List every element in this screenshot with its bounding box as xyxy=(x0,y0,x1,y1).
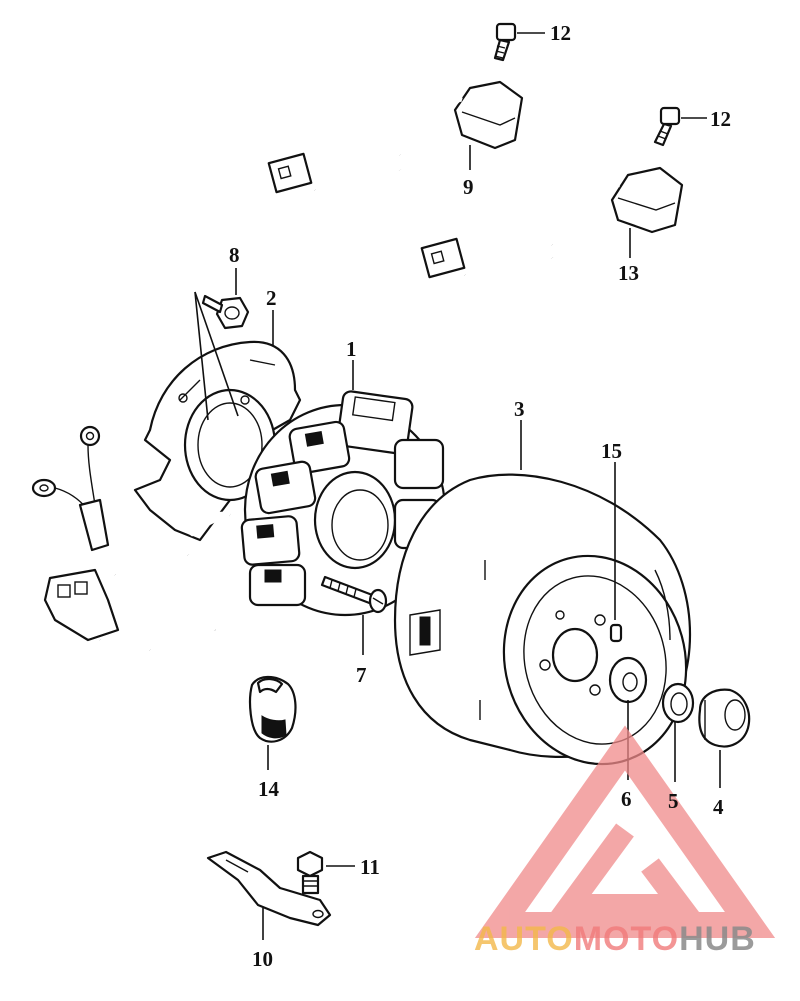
watermark-hub: HUB xyxy=(679,920,756,958)
callout-9: 9 xyxy=(463,175,474,199)
watermark-logo-mark xyxy=(474,725,776,938)
part-12-bolt-a xyxy=(493,22,517,62)
callout-13: 13 xyxy=(618,261,639,285)
callout-2: 2 xyxy=(266,286,277,310)
callout-5: 5 xyxy=(668,789,679,813)
watermark-moto: MOTO xyxy=(574,920,679,958)
callout-11: 11 xyxy=(360,855,380,879)
part-3-flywheel xyxy=(393,473,691,766)
wiring-harness xyxy=(31,425,231,676)
part-13-pickup-coil xyxy=(420,166,684,304)
part-1-stator xyxy=(240,390,447,617)
watermark-text: AUTOMOTOHUB xyxy=(474,920,756,958)
callout-12a: 12 xyxy=(550,21,571,45)
callout-8: 8 xyxy=(229,243,240,267)
callout-6: 6 xyxy=(621,787,632,811)
part-6-washer xyxy=(608,656,648,704)
part-11-bolt xyxy=(296,850,324,895)
callout-1: 1 xyxy=(346,337,357,361)
part-8-bolt xyxy=(201,294,250,330)
part-4-nut xyxy=(698,688,751,748)
part-7-screw xyxy=(320,575,388,614)
part-10-clamp xyxy=(206,850,332,927)
callout-10: 10 xyxy=(252,947,273,971)
part-9-pickup-coil xyxy=(267,80,524,219)
callout-3: 3 xyxy=(514,397,525,421)
part-5-lock-washer xyxy=(661,682,695,724)
leader-lines xyxy=(194,32,721,940)
callout-14: 14 xyxy=(258,777,280,801)
part-12-bolt-b xyxy=(653,106,681,147)
callout-labels: 12 12 9 13 8 2 1 3 15 7 14 6 5 4 11 10 xyxy=(229,21,731,971)
callout-7: 7 xyxy=(356,663,367,687)
part-14-cap xyxy=(249,675,297,743)
watermark-auto: AUTO xyxy=(474,920,574,958)
part-15-key xyxy=(609,623,623,643)
callout-12b: 12 xyxy=(710,107,731,131)
callout-4: 4 xyxy=(713,795,724,819)
callout-15: 15 xyxy=(601,439,622,463)
